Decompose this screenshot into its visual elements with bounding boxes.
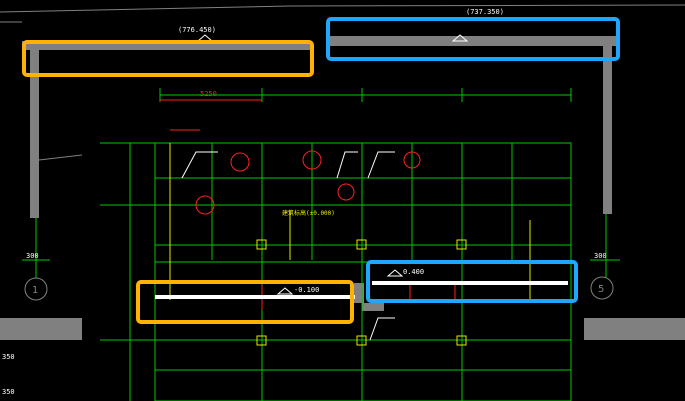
axis-label-1: 1 — [32, 285, 38, 296]
highlight-box-orange-bottom[interactable] — [136, 280, 354, 324]
axis-label-5: 5 — [598, 284, 604, 295]
elevation-label-right: (737.350) — [466, 8, 504, 16]
side-label-350-a: 350 — [2, 353, 15, 361]
column-markers — [256, 239, 467, 346]
highlight-boxes — [22, 17, 620, 324]
dimension-300-left: 300 — [26, 252, 39, 260]
dimension-5250: 5250 — [200, 90, 217, 98]
elevation-label-left: (776.450) — [178, 26, 216, 34]
section-marks — [181, 151, 395, 341]
red-dimensions — [160, 99, 456, 310]
wall-outline — [0, 36, 685, 340]
highlight-box-blue-top[interactable] — [326, 17, 620, 61]
highlight-box-blue-bottom[interactable] — [366, 260, 578, 303]
dimension-300-right: 300 — [594, 252, 607, 260]
elevation-label-beam: 0.400 — [403, 268, 424, 276]
highlight-box-orange-top[interactable] — [22, 40, 314, 77]
side-label-350-b: 350 — [2, 388, 15, 396]
center-building-label: 建筑标高(±0.000) — [282, 209, 335, 217]
grid-axis-bubble-icon[interactable] — [24, 276, 614, 301]
elevation-label-mid: -0.100 — [294, 286, 319, 294]
beam-lines — [155, 281, 568, 299]
yellow-lines — [169, 143, 531, 300]
roof-line — [0, 4, 685, 161]
